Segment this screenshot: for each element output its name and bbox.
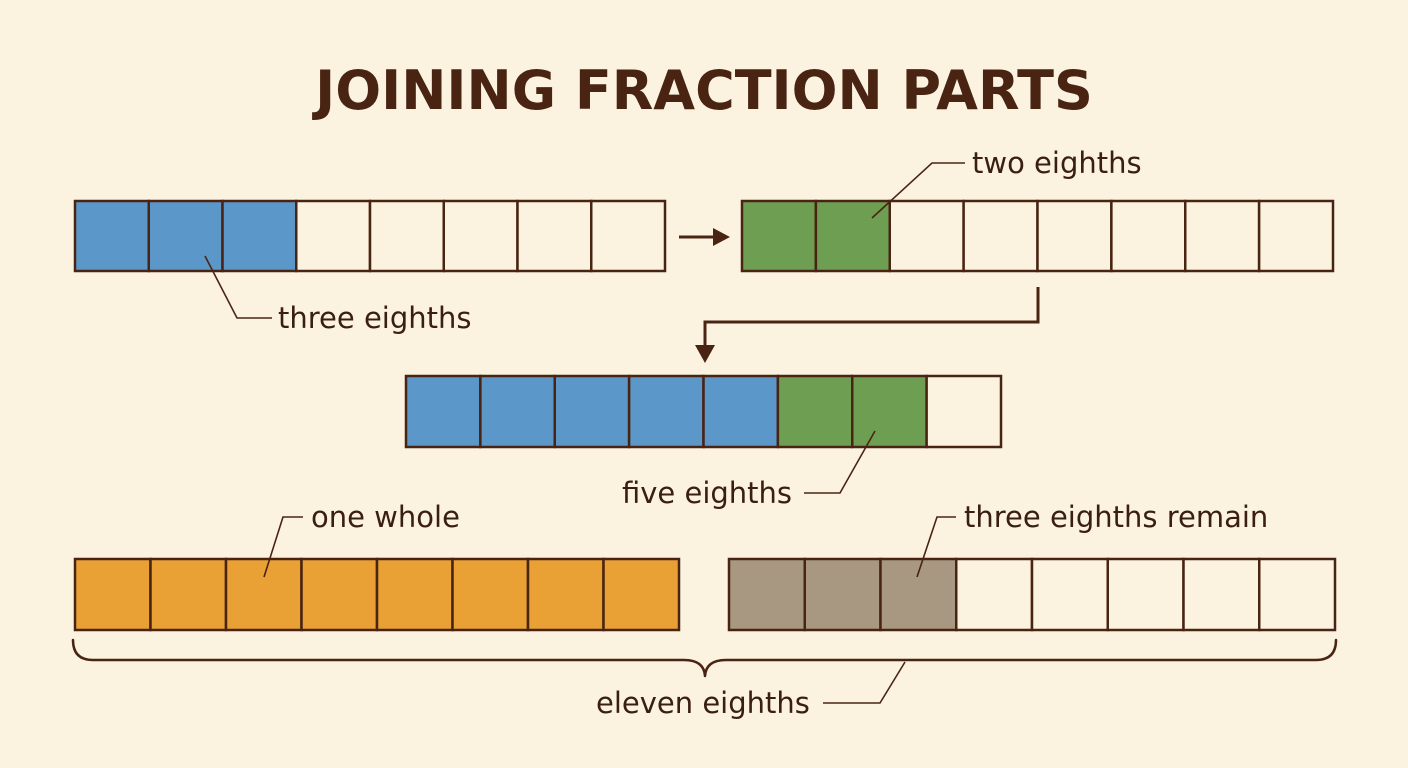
bar-one-whole-cell-5 [375,557,454,632]
leader-three-eighths-remain [916,516,956,578]
bar-two-eighths-cell-5 [1036,199,1113,273]
bar-one-whole-cell-8 [602,557,681,632]
bar-one-whole-cell-6 [451,557,530,632]
page-title: JOINING FRACTION PARTS [311,59,1093,122]
bar-three-eighths-remain-cell-2 [803,557,882,632]
bar-three-eighths-remain-cell-5 [1030,557,1109,632]
bar-one-whole-cell-2 [149,557,228,632]
bar-three-eighths-cell-4 [295,199,372,273]
bar-two-eighths-cell-7 [1184,199,1261,273]
bar-five-eighths-cell-4 [627,374,705,449]
bar-five-eighths-cell-8 [925,374,1003,449]
bar-five-eighths-cell-3 [553,374,631,449]
bar-three-eighths-cell-8 [590,199,667,273]
bar-three-eighths-remain-cell-6 [1106,557,1185,632]
label-eleven-eighths: eleven eighths [596,686,810,720]
bar-two-eighths-cell-3 [888,199,965,273]
bar-five-eighths-cell-7 [851,374,928,449]
label-three-eighths: three eighths [278,301,471,335]
leader-one-whole [263,516,303,578]
bar-three-eighths-cell-6 [442,199,519,273]
bar-three-eighths-cell-7 [516,199,593,273]
leader-eleven-eighths [823,661,906,704]
bar-three-eighths-remain-cell-8 [1258,557,1337,632]
bar-three-eighths-cell-3 [221,199,298,273]
bar-two-eighths [740,199,1335,273]
bar-two-eighths-cell-8 [1257,199,1335,273]
bar-three-eighths-remain [727,557,1337,632]
leader-two-eighths [871,162,965,219]
leader-three-eighths [204,255,272,319]
bar-five-eighths [404,374,1003,449]
bar-five-eighths-cell-1 [404,374,482,449]
bar-two-eighths-cell-1 [740,199,818,273]
bar-two-eighths-cell-4 [962,199,1039,273]
bar-three-eighths-remain-cell-4 [955,557,1034,632]
bar-one-whole-cell-7 [526,557,605,632]
right-arrow-icon [679,228,730,246]
down-arrow-icon [695,287,1040,363]
curly-brace-icon [71,638,1338,678]
label-two-eighths: two eighths [972,146,1142,180]
label-three-eighths-remain: three eighths remain [964,500,1268,534]
bar-one-whole [73,557,681,632]
label-one-whole: one whole [311,500,460,534]
bar-five-eighths-cell-5 [702,374,780,449]
bar-five-eighths-cell-6 [776,374,854,449]
label-five-eighths: five eighths [622,476,792,510]
bar-three-eighths-remain-cell-7 [1182,557,1261,632]
bar-three-eighths-cell-2 [147,199,224,273]
bar-three-eighths-remain-cell-3 [879,557,958,632]
bar-three-eighths [73,199,667,273]
bar-five-eighths-cell-2 [479,374,556,449]
bar-one-whole-cell-3 [224,557,303,632]
bar-three-eighths-cell-5 [368,199,445,273]
bar-two-eighths-cell-6 [1110,199,1187,273]
bar-three-eighths-cell-1 [73,199,150,273]
bar-three-eighths-remain-cell-1 [727,557,806,632]
leader-five-eighths [804,430,876,494]
bar-one-whole-cell-1 [73,557,152,632]
bar-one-whole-cell-4 [300,557,379,632]
